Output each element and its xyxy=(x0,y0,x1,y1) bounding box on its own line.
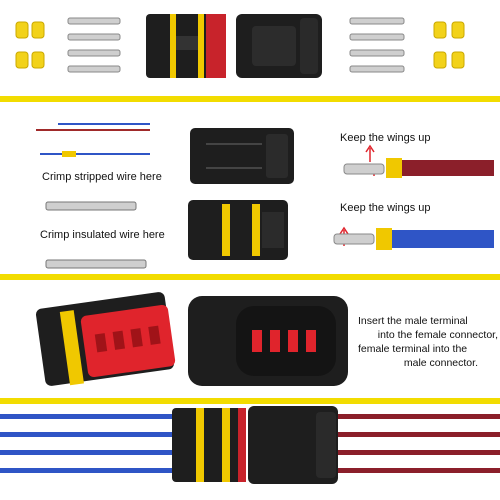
crimp-stripped-label: Crimp stripped wire here xyxy=(42,171,162,183)
terminal-icon xyxy=(45,201,147,269)
instruction-text: Insert the male terminal into the female… xyxy=(358,314,498,370)
divider-band-2 xyxy=(0,274,500,280)
instruction-line-2: into the female connector, xyxy=(377,329,498,341)
male-connector-icon xyxy=(190,128,294,184)
female-connector-icon xyxy=(35,292,176,386)
female-connector-icon xyxy=(188,200,288,260)
arrow-icon xyxy=(339,144,375,246)
male-connector-icon xyxy=(188,296,348,386)
divider-band-3 xyxy=(0,398,500,404)
wings-up-label-bottom: Keep the wings up xyxy=(340,202,431,214)
female-connector-icon xyxy=(172,408,246,482)
terminal-icon xyxy=(349,17,405,73)
seal-icon xyxy=(433,21,465,69)
terminal-icon xyxy=(67,17,121,73)
wire-icon xyxy=(36,123,150,157)
instruction-line-1: Insert the male terminal xyxy=(358,315,468,327)
wire-icon xyxy=(0,414,500,473)
male-connector-icon xyxy=(236,14,322,78)
divider-band-1 xyxy=(0,96,500,102)
male-connector-icon xyxy=(248,406,338,484)
seal-icon xyxy=(15,21,45,69)
instruction-line-3: female terminal into the xyxy=(358,343,468,355)
crimp-insulated-label: Crimp insulated wire here xyxy=(40,229,165,241)
wings-up-label-top: Keep the wings up xyxy=(340,132,431,144)
female-connector-icon xyxy=(146,14,226,78)
instruction-line-4: male connector. xyxy=(403,357,478,369)
wire-icon xyxy=(333,158,494,250)
